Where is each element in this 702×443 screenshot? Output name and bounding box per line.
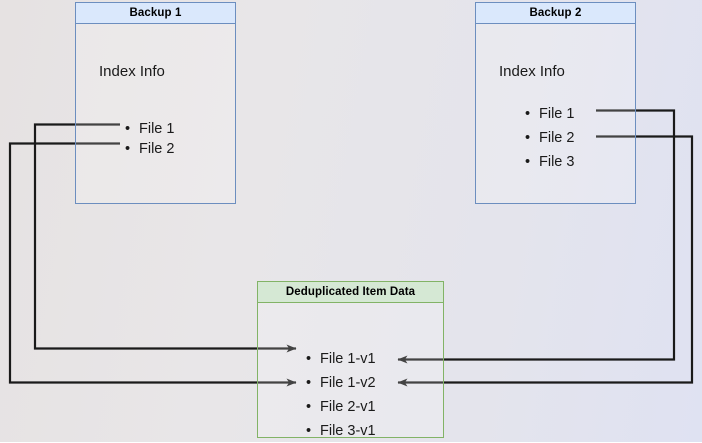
backup2-file-item[interactable]: File 1 (525, 102, 574, 126)
dedup-item[interactable]: File 2-v1 (306, 395, 376, 419)
dedup-item[interactable]: File 3-v1 (306, 419, 376, 443)
dedup-item-list: File 1-v1 File 1-v2 File 2-v1 File 3-v1 (306, 347, 376, 443)
backup2-file-item[interactable]: File 2 (525, 126, 574, 150)
backup2-file-list: File 1 File 2 File 3 (525, 102, 574, 174)
backup1-file-item[interactable]: File 2 (125, 139, 174, 159)
backup2-file-item[interactable]: File 3 (525, 150, 574, 174)
backup1-index-label: Index Info (99, 63, 165, 80)
connector-backup1-file2-to-file2v1 (8, 142, 297, 387)
backup1-body: Index Info File 1 File 2 (76, 24, 235, 203)
connector-backup1-file1-to-file1v1 (33, 123, 297, 353)
backup2-header: Backup 2 (476, 3, 635, 24)
backup1-header: Backup 1 (76, 3, 235, 24)
dedup-item[interactable]: File 1-v1 (306, 347, 376, 371)
connector-backup2-file2-to-file2v1 (397, 135, 694, 387)
dedup-item[interactable]: File 1-v2 (306, 371, 376, 395)
dedup-body: File 1-v1 File 1-v2 File 2-v1 File 3-v1 (258, 303, 443, 443)
backup1-file-list: File 1 File 2 (125, 119, 174, 159)
backup2-index-label: Index Info (499, 63, 565, 80)
dedup-header: Deduplicated Item Data (258, 282, 443, 303)
dedup-box[interactable]: Deduplicated Item Data File 1-v1 File 1-… (257, 281, 444, 443)
backup2-body: Index Info File 1 File 2 File 3 (476, 24, 635, 203)
backup1-box[interactable]: Backup 1 Index Info File 1 File 2 (75, 2, 236, 204)
backup1-file-item[interactable]: File 1 (125, 119, 174, 139)
backup2-box[interactable]: Backup 2 Index Info File 1 File 2 File 3 (475, 2, 636, 204)
